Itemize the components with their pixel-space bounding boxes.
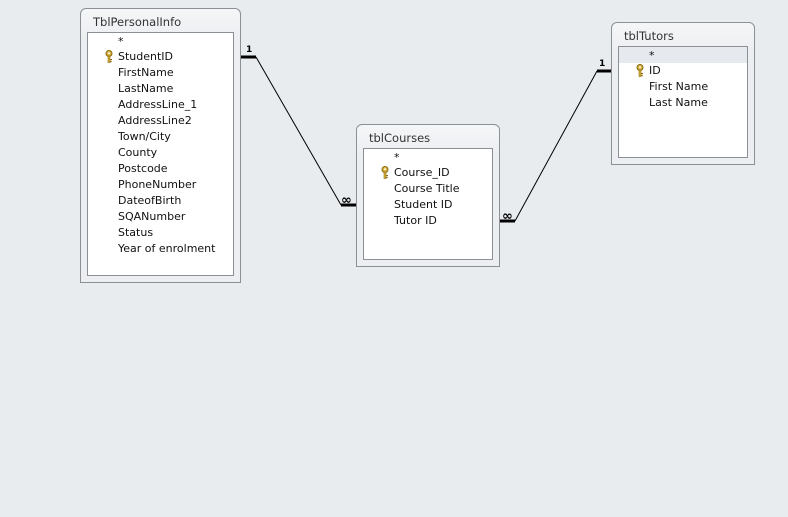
one-label: 1	[246, 45, 253, 55]
field-name: Postcode	[118, 162, 168, 175]
primary-key-icon	[380, 166, 390, 179]
field-row-all[interactable]: *	[88, 33, 233, 49]
field-row[interactable]: Year of enrolment	[88, 241, 233, 257]
one-label: 1	[599, 59, 606, 69]
field-name: LastName	[118, 82, 174, 95]
field-name: ID	[649, 64, 661, 77]
field-row[interactable]: Course Title	[364, 181, 492, 197]
field-name: StudentID	[118, 50, 174, 63]
field-row-all[interactable]: *	[364, 149, 492, 165]
field-row[interactable]: County	[88, 145, 233, 161]
primary-key-icon	[635, 64, 645, 77]
field-row[interactable]: ID	[619, 63, 747, 79]
field-row[interactable]: First Name	[619, 79, 747, 95]
many-label: ∞	[341, 193, 352, 208]
field-row[interactable]: PhoneNumber	[88, 177, 233, 193]
field-name: DateofBirth	[118, 194, 182, 207]
field-row[interactable]: Course_ID	[364, 165, 492, 181]
relationship-personalinfo-courses[interactable]	[241, 55, 356, 207]
field-name: Course Title	[394, 182, 460, 195]
field-row-all[interactable]: *	[619, 47, 747, 63]
field-name: Status	[118, 226, 154, 239]
field-row[interactable]: AddressLine2	[88, 113, 233, 129]
field-row[interactable]: FirstName	[88, 65, 233, 81]
field-name: Tutor ID	[394, 214, 437, 227]
field-name: FirstName	[118, 66, 174, 79]
table-title[interactable]: tblTutors	[624, 29, 674, 43]
relationship-tutors-courses[interactable]	[500, 69, 611, 223]
field-name: *	[649, 49, 655, 62]
field-row[interactable]: Last Name	[619, 95, 747, 111]
field-name: AddressLine2	[118, 114, 192, 127]
field-row[interactable]: Tutor ID	[364, 213, 492, 229]
field-name: Year of enrolment	[118, 242, 216, 255]
field-name: PhoneNumber	[118, 178, 197, 191]
field-name: First Name	[649, 80, 709, 93]
field-name: *	[118, 35, 124, 48]
field-row[interactable]: Student ID	[364, 197, 492, 213]
field-row[interactable]: StudentID	[88, 49, 233, 65]
field-row[interactable]: SQANumber	[88, 209, 233, 225]
field-name: AddressLine_1	[118, 98, 198, 111]
table-title[interactable]: TblPersonalInfo	[93, 15, 182, 29]
relationship-line	[255, 56, 342, 206]
field-row[interactable]: Town/City	[88, 129, 233, 145]
field-name: Last Name	[649, 96, 708, 109]
many-label: ∞	[502, 209, 513, 224]
primary-key-icon	[104, 50, 114, 63]
field-row[interactable]: Postcode	[88, 161, 233, 177]
field-name: Course_ID	[394, 166, 450, 179]
field-name: *	[394, 151, 400, 164]
table-title[interactable]: tblCourses	[369, 131, 431, 145]
field-name: Town/City	[118, 130, 171, 143]
field-row[interactable]: Status	[88, 225, 233, 241]
field-name: SQANumber	[118, 210, 186, 223]
relationship-line	[514, 70, 598, 222]
field-row[interactable]: LastName	[88, 81, 233, 97]
field-row[interactable]: AddressLine_1	[88, 97, 233, 113]
field-name: Student ID	[394, 198, 453, 211]
field-row[interactable]: DateofBirth	[88, 193, 233, 209]
field-name: County	[118, 146, 158, 159]
